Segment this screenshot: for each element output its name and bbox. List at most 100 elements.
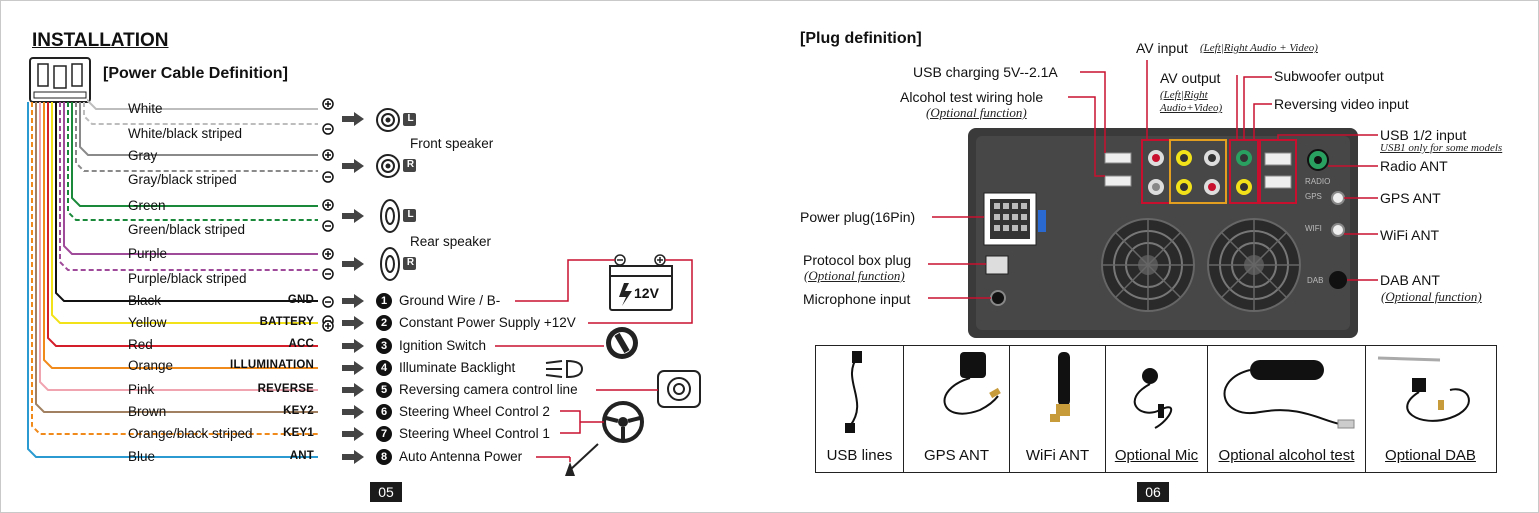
rear-left-speaker-icon bbox=[380, 199, 416, 233]
plug-definition-heading: [Plug definition] bbox=[800, 30, 922, 47]
wire-label: Pink bbox=[128, 382, 155, 397]
wire-label: Brown bbox=[128, 404, 167, 419]
wire-line bbox=[35, 102, 318, 413]
wire-line bbox=[59, 102, 318, 271]
function-label: Ignition Switch bbox=[399, 338, 487, 353]
usb12-label: USB 1/2 input bbox=[1380, 127, 1467, 143]
plus-sign-icon bbox=[322, 199, 334, 211]
alcohol-test-note: (Optional function) bbox=[926, 105, 1027, 120]
wifi-ant-label: WiFi ANT bbox=[1380, 227, 1440, 243]
accessory-usb-lines: USB lines bbox=[816, 346, 904, 472]
minus-sign-icon bbox=[322, 220, 334, 232]
accessory-alcohol-test: Optional alcohol test bbox=[1208, 346, 1366, 472]
arrow-icon bbox=[342, 405, 364, 419]
wire-function-tag: GND bbox=[287, 294, 314, 306]
wire-function-tag: REVERSE bbox=[257, 383, 314, 395]
arrow-icon bbox=[342, 383, 364, 397]
power-plug-label: Power plug(16Pin) bbox=[800, 209, 916, 225]
arrow-icon bbox=[342, 450, 364, 464]
wire-line bbox=[51, 102, 318, 324]
wire-line bbox=[79, 102, 318, 156]
arrow-icon bbox=[342, 294, 364, 308]
accessory-wifi-ant: WiFi ANT bbox=[1010, 346, 1106, 472]
badge-l-rear: L bbox=[407, 209, 414, 220]
accessory-label: GPS ANT bbox=[923, 447, 990, 464]
backlight-icon bbox=[545, 359, 584, 379]
wire-line bbox=[43, 102, 318, 369]
plus-sign-icon bbox=[322, 248, 334, 260]
accessory-label: WiFi ANT bbox=[1025, 447, 1090, 464]
unit-dab-label: DAB bbox=[1307, 276, 1324, 285]
dab-ant-note: (Optional function) bbox=[1381, 289, 1482, 304]
unit-wifi-label: WIFI bbox=[1305, 224, 1322, 233]
wire-function-tag: KEY2 bbox=[283, 405, 314, 417]
wire-label: Black bbox=[128, 293, 162, 308]
function-label: Illuminate Backlight bbox=[399, 360, 516, 375]
arrow-icon bbox=[342, 159, 364, 173]
wire-label: Green bbox=[128, 198, 166, 213]
gps-ant-label: GPS ANT bbox=[1380, 190, 1441, 206]
front-right-speaker-icon bbox=[376, 154, 416, 178]
wire-line bbox=[27, 102, 318, 458]
minus-sign-icon bbox=[322, 268, 334, 280]
usb-lines-icon bbox=[845, 351, 862, 433]
arrow-icon bbox=[342, 427, 364, 441]
wire-label: Purple/black striped bbox=[128, 271, 247, 286]
arrow-icon bbox=[342, 339, 364, 353]
wire-function-tag: ANT bbox=[289, 450, 314, 462]
dab-antenna-icon bbox=[1377, 356, 1470, 422]
function-number-badge: 4 bbox=[376, 360, 392, 376]
battery-icon bbox=[609, 254, 673, 311]
dab-ant-label: DAB ANT bbox=[1380, 272, 1440, 288]
function-number-badge: 6 bbox=[376, 404, 392, 420]
wire-line bbox=[75, 102, 318, 172]
wire-line bbox=[87, 98, 318, 110]
wire-label: Orange/black striped bbox=[128, 426, 253, 441]
wire-label: White bbox=[128, 101, 163, 116]
function-number-badge: 2 bbox=[376, 315, 392, 331]
page-number-left: 05 bbox=[370, 482, 402, 502]
minus-sign-icon bbox=[322, 171, 334, 183]
microphone-icon bbox=[1133, 368, 1173, 429]
av-input-label: AV input bbox=[1136, 40, 1188, 56]
av-output-note-1: (Left|Right bbox=[1160, 89, 1208, 101]
function-number-badge: 7 bbox=[376, 426, 392, 442]
arrow-icon bbox=[342, 316, 364, 330]
function-number-badge: 1 bbox=[376, 293, 392, 309]
microphone-input-label: Microphone input bbox=[803, 291, 911, 307]
ignition-switch-icon bbox=[606, 327, 638, 359]
plus-sign-icon bbox=[322, 320, 334, 332]
function-number-badge: 5 bbox=[376, 382, 392, 398]
cooling-fan-right-icon bbox=[1207, 218, 1301, 312]
protocol-box-note: (Optional function) bbox=[804, 268, 905, 283]
wire-label: Gray/black striped bbox=[128, 172, 237, 187]
radio-ant-label: Radio ANT bbox=[1380, 158, 1448, 174]
arrow-icon bbox=[342, 209, 364, 223]
minus-sign-icon bbox=[322, 123, 334, 135]
function-label: Reversing camera control line bbox=[399, 382, 578, 397]
wire-label: Gray bbox=[128, 148, 158, 163]
wire-function-tag: ILLUMINATION bbox=[230, 359, 314, 371]
accessory-label: Optional alcohol test bbox=[1218, 447, 1355, 464]
harness-connector-icon bbox=[29, 57, 91, 103]
av-output-label: AV output bbox=[1160, 70, 1221, 86]
wire-label: Green/black striped bbox=[128, 222, 246, 237]
wire-function-tag: ACC bbox=[288, 338, 314, 350]
protocol-box-label: Protocol box plug bbox=[803, 252, 912, 268]
rear-right-speaker-icon bbox=[380, 247, 416, 281]
wire-function-tag: KEY1 bbox=[283, 427, 314, 439]
accessory-mic: Optional Mic bbox=[1106, 346, 1208, 472]
usb12-note: USB1 only for some models bbox=[1380, 142, 1503, 154]
plus-sign-icon bbox=[322, 149, 334, 161]
alcohol-test-label: Alcohol test wiring hole bbox=[900, 89, 1044, 105]
wire-line bbox=[39, 102, 318, 391]
function-number-badge: 8 bbox=[376, 449, 392, 465]
arrow-icon bbox=[342, 112, 364, 126]
wire-line bbox=[83, 102, 318, 125]
page-number-right: 06 bbox=[1137, 482, 1169, 502]
accessory-dab: Optional DAB bbox=[1366, 346, 1495, 472]
subwoofer-label: Subwoofer output bbox=[1274, 68, 1384, 84]
cooling-fan-left-icon bbox=[1101, 218, 1195, 312]
function-label: Ground Wire / B- bbox=[399, 293, 501, 308]
